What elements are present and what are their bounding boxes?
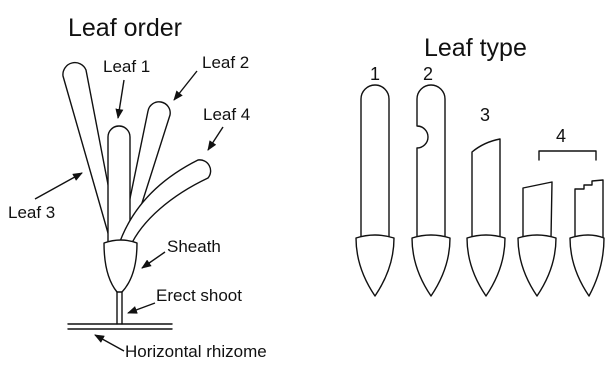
sheath-label: Sheath (167, 237, 221, 256)
leaf-type-2: 2 (412, 64, 450, 296)
leaf-order-title: Leaf order (68, 14, 182, 42)
leaf-type-4-number: 4 (556, 126, 566, 146)
leaf-2-arrow (174, 71, 197, 100)
leaf-type-1-sheath (356, 235, 394, 296)
leaf-type-4: 4 (518, 126, 604, 296)
leaf-type-title: Leaf type (424, 34, 527, 62)
rhizome-label: Horizontal rhizome (125, 342, 267, 361)
leaf-1-label: Leaf 1 (103, 57, 150, 76)
sheath-shape (104, 240, 137, 292)
leaf-type-3-blade (472, 139, 500, 238)
leaf-type-2-blade (417, 85, 445, 238)
leaf-4-arrow (208, 127, 223, 150)
leaf-order-panel: Leaf order Leaf 1 Leaf 2 Leaf 4 Leaf 3 S… (8, 14, 267, 361)
leaf-type-2-number: 2 (423, 64, 433, 84)
leaf-type-4b-blade (575, 180, 603, 238)
leaf-type-4a-blade (523, 182, 552, 238)
leaf-type-1-number: 1 (370, 64, 380, 84)
leaf-type-2-sheath (412, 235, 450, 296)
leaf-1-arrow (118, 80, 124, 118)
leaf-2-label: Leaf 2 (202, 53, 249, 72)
erect-shoot-arrow (128, 303, 155, 313)
leaf-type-panel: Leaf type 1 2 3 4 (356, 34, 604, 296)
leaf-type-1: 1 (356, 64, 394, 296)
leaf-3-label: Leaf 3 (8, 203, 55, 222)
leaf-4-label: Leaf 4 (203, 105, 250, 124)
leaf-type-3-number: 3 (480, 105, 490, 125)
leaf-type-1-blade (361, 85, 389, 238)
sheath-arrow (142, 252, 165, 268)
leaf-3-arrow (35, 173, 82, 199)
rhizome-arrow (95, 335, 124, 351)
leaf-type-4-bracket (539, 151, 596, 160)
leaf-type-3: 3 (467, 105, 505, 296)
leaf-type-4a-sheath (518, 235, 556, 296)
erect-shoot-label: Erect shoot (156, 286, 242, 305)
leaf-type-3-sheath (467, 235, 505, 296)
leaf-type-4b-sheath (570, 235, 604, 296)
